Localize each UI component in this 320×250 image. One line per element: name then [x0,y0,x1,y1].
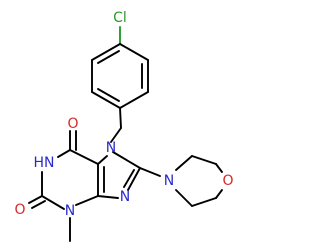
bond-morph-5 [191,197,217,207]
bond-n9-c4 [97,195,119,199]
morpholine-ring [139,155,223,207]
bond-c6-n1 [57,149,71,158]
bond-ring-4-inner [97,88,120,102]
bond-c2-o-double [31,200,46,209]
bond-c2-o [28,195,43,204]
bond-c2-n3 [41,195,65,210]
nitrogen-atom-n7: N [106,140,116,156]
nitrogen-atom-n9: N [120,189,130,205]
nitrogen-atom-n3: N [65,203,75,219]
bond-c5-c6 [69,149,99,165]
oxygen-atom-morpholine: O [222,173,233,189]
purine-core [28,130,141,242]
bond-morph-3 [215,163,223,173]
bond-n3-c4 [75,195,99,206]
bond-c5-n7 [97,155,108,165]
oxygen-atom-carbonyl-2: O [14,202,25,218]
bond-ring-6 [91,43,121,61]
bond-n7-c8 [112,151,141,169]
bond-ring-1 [119,43,149,61]
bond-morph-2 [191,155,217,165]
oxygen-atom-carbonyl-6: O [67,116,78,132]
bond-ring-3 [119,91,149,109]
chlorine-atom: Cl [113,10,127,26]
atom-labels: Cl N O HN N N O O N [14,10,233,219]
nitrogen-atom-morpholine: N [164,173,174,189]
bond-ring-4 [91,91,121,109]
chemical-structure: Cl N O HN N N O O N [14,10,234,242]
bond-c8-nmorph [139,167,161,177]
chlorophenyl-ring [91,26,149,109]
bond-ring-ch2 [119,107,122,129]
nh-group-n1: HN [34,155,55,171]
bond-c8-n9 [127,167,141,191]
bond-morph-6 [175,189,193,207]
bond-c8-n9-double [123,169,135,188]
bond-ring-6-inner [97,50,120,64]
bond-morph-1 [175,155,193,171]
bond-ch2-n7 [110,127,122,143]
bond-morph-4 [215,189,223,199]
